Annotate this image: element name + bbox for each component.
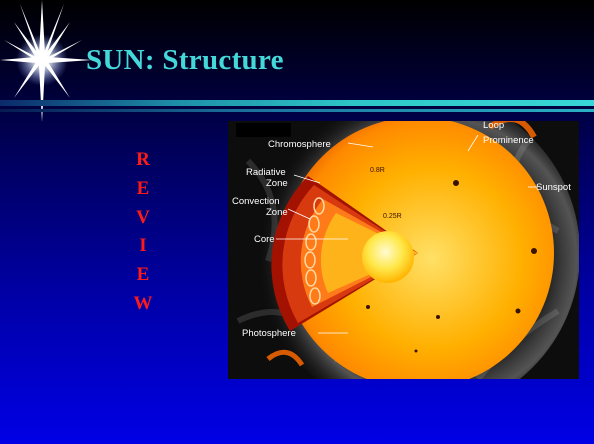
- label-radius-inner: 0.25R: [383, 213, 402, 220]
- label-photosphere: Photosphere: [242, 328, 296, 339]
- label-sunspot: Sunspot: [536, 182, 571, 193]
- review-letter: W: [126, 290, 160, 319]
- label-radius-outer: 0.8R: [370, 167, 385, 174]
- review-letter: E: [126, 261, 160, 290]
- label-loop-prominence: Loop: [483, 121, 504, 131]
- title-rule-thin: [0, 109, 594, 112]
- review-letter: V: [126, 204, 160, 233]
- review-letter: E: [126, 175, 160, 204]
- review-letter: R: [126, 146, 160, 175]
- review-vertical-text: R E V I E W: [126, 146, 160, 319]
- label-chromosphere: Chromosphere: [268, 139, 331, 150]
- label-radiative-zone: Radiative: [246, 167, 286, 178]
- slide-title: SUN: Structure: [86, 44, 284, 77]
- label-core: Core: [254, 234, 275, 245]
- sun-structure-diagram: Chromosphere Radiative Zone Convection Z…: [228, 121, 579, 379]
- label-convection-zone-2: Zone: [266, 207, 288, 218]
- review-letter: I: [126, 232, 160, 261]
- title-rule: [0, 100, 594, 106]
- label-convection-zone: Convection: [232, 196, 280, 207]
- label-radiative-zone-2: Zone: [266, 178, 288, 189]
- label-loop-prominence-2: Prominence: [483, 135, 534, 146]
